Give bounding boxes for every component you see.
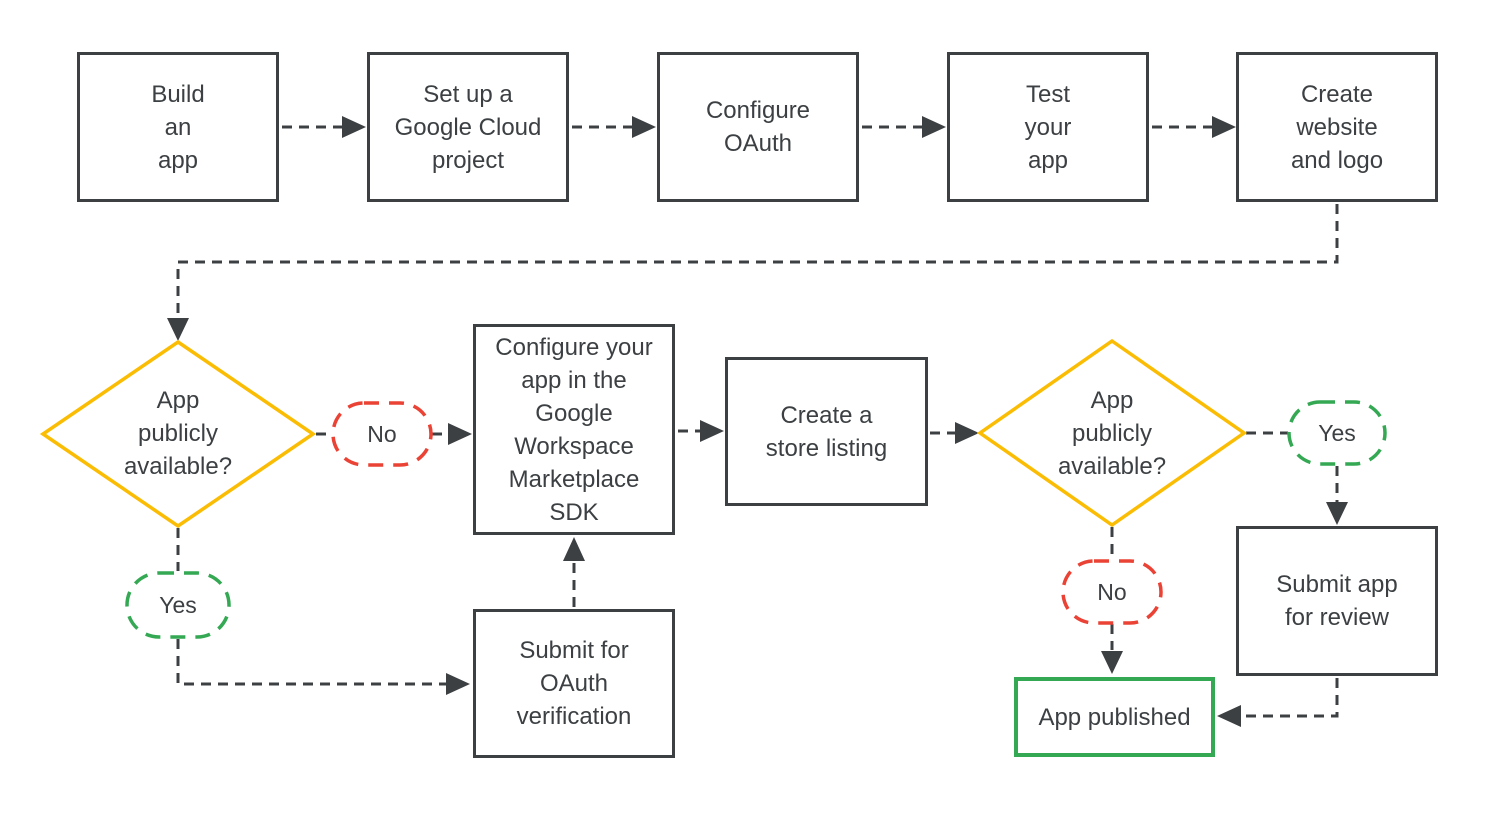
arrow-left-icon <box>1217 705 1241 727</box>
node-setup-project: Set up a Google Cloud project <box>367 52 569 202</box>
arrow-right-icon <box>342 116 366 138</box>
arrow-down-icon <box>1101 651 1123 674</box>
edge-oauth-to-test <box>862 116 946 138</box>
edge-review-to-published <box>1217 678 1339 727</box>
edge-no-to-published <box>1101 624 1123 674</box>
edge-yes-to-oauthverify <box>176 639 470 695</box>
arrow-right-icon <box>1212 116 1236 138</box>
decision2-label: App publicly available? <box>1057 386 1167 480</box>
edge-build-to-setup <box>282 116 366 138</box>
yes1-badge-shape <box>125 571 231 639</box>
yes1-badge-label: Yes <box>159 591 197 618</box>
node-configure-sdk: Configure your app in the Google Workspa… <box>473 324 675 535</box>
edge-setup-to-oauth <box>572 116 656 138</box>
node-store-listing: Create a store listing <box>725 357 928 506</box>
decision1-diamond-shape <box>39 339 317 529</box>
arrow-right-icon <box>955 422 979 444</box>
no1-badge-shape <box>331 401 433 467</box>
node-submit-oauth: Submit for OAuth verification <box>473 609 675 758</box>
node-create-website: Create website and logo <box>1236 52 1438 202</box>
edge-no-to-sdk <box>432 423 472 445</box>
edge-website-to-decision1 <box>167 204 1339 341</box>
arrow-right-icon <box>700 420 724 442</box>
edge-sdk-to-listing <box>678 420 724 442</box>
node-test-app: Test your app <box>947 52 1149 202</box>
no2-badge-label: No <box>1097 578 1127 605</box>
decision1-label: App publicly available? <box>123 386 233 480</box>
edge-test-to-website <box>1152 116 1236 138</box>
arrow-right-icon <box>446 673 470 695</box>
arrow-right-icon <box>632 116 656 138</box>
arrow-right-icon <box>922 116 946 138</box>
node-submit-review: Submit app for review <box>1236 526 1438 676</box>
edge-yes-to-review <box>1326 466 1348 525</box>
yes2-badge-label: Yes <box>1318 419 1356 446</box>
arrow-right-icon <box>448 423 472 445</box>
arrow-down-icon <box>167 318 189 341</box>
yes2-badge-shape <box>1287 400 1387 466</box>
node-build-app: Build an app <box>77 52 279 202</box>
edge-oauthverify-to-sdk <box>563 537 585 607</box>
edge-listing-to-decision2 <box>930 422 979 444</box>
arrow-down-icon <box>1326 502 1348 525</box>
node-configure-oauth: Configure OAuth <box>657 52 859 202</box>
decision2-diamond-shape <box>976 338 1248 528</box>
no1-badge-label: No <box>367 420 397 447</box>
arrow-up-icon <box>563 537 585 561</box>
no2-badge-shape <box>1061 559 1163 625</box>
node-app-published: App published <box>1014 677 1215 757</box>
